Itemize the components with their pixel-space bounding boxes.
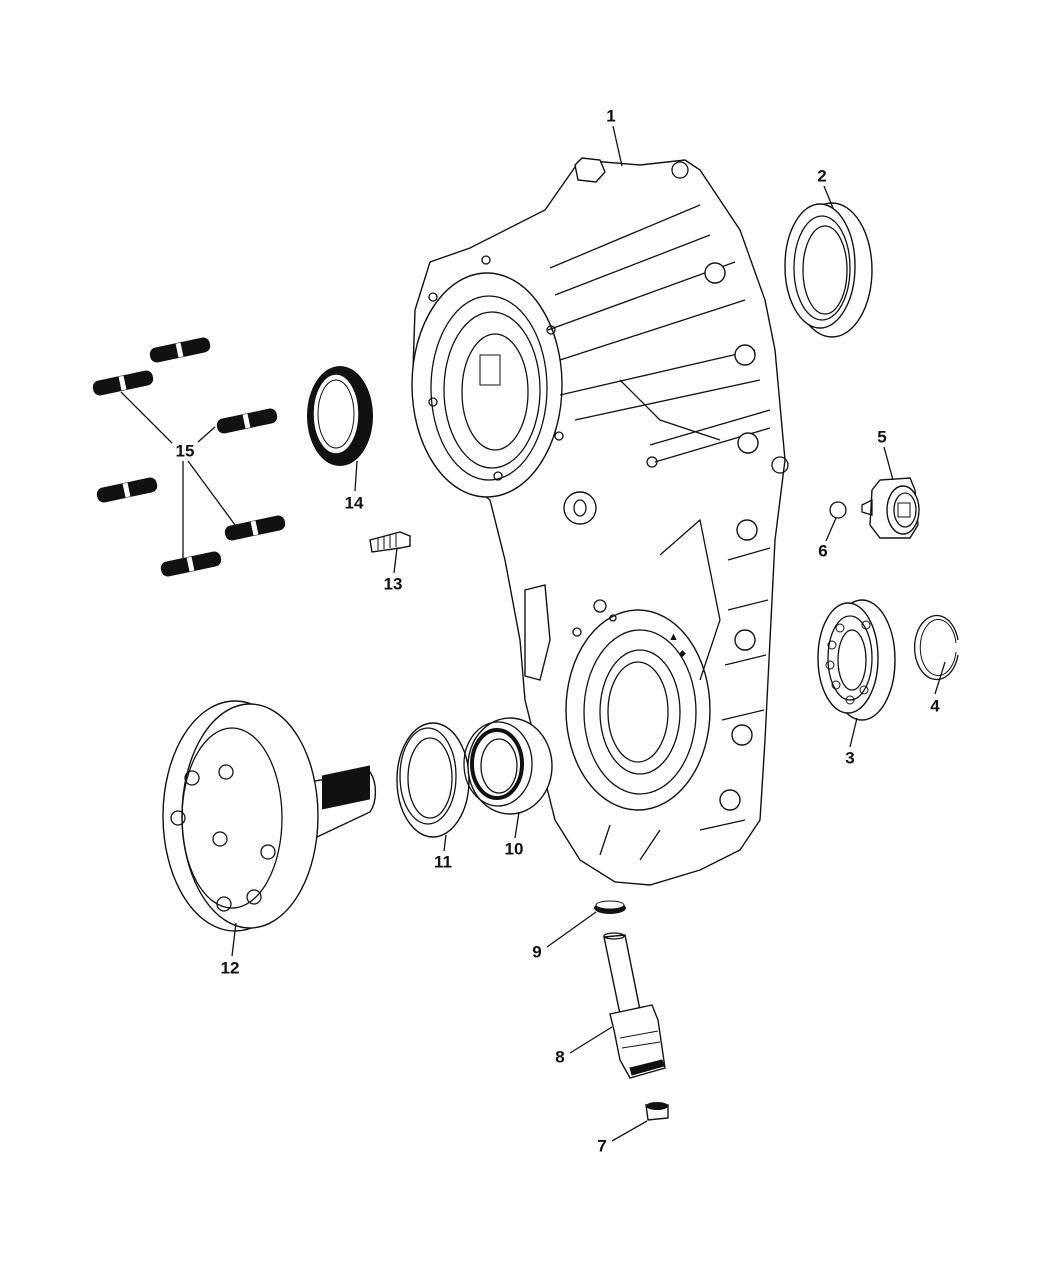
- seal-part-2: [784, 202, 873, 338]
- callout-8: 8: [555, 1047, 565, 1067]
- callout-5: 5: [877, 427, 887, 447]
- callout-7: 7: [597, 1136, 607, 1156]
- callout-12: 12: [220, 958, 240, 978]
- sensor-part-5: [861, 477, 920, 539]
- callout-15: 15: [175, 441, 195, 461]
- callout-3: 3: [845, 748, 855, 768]
- leader-lines: [120, 125, 946, 1142]
- shift-lever-part-8: [603, 932, 666, 1079]
- callout-4: 4: [930, 696, 940, 716]
- dust-shield-part-11: [396, 722, 470, 838]
- callout-2: 2: [817, 166, 827, 186]
- transfer-case-housing: ▲ ◆: [411, 157, 789, 886]
- snap-ring-part-4: [913, 614, 959, 681]
- svg-text:◆: ◆: [679, 648, 686, 658]
- seal-part-14: [307, 366, 373, 466]
- callout-9: 9: [532, 942, 542, 962]
- fitting-part-13: [369, 531, 411, 553]
- studs-part-15: [92, 337, 286, 577]
- output-flange-part-12: [162, 700, 377, 932]
- callout-10: 10: [504, 839, 524, 859]
- callout-13: 13: [383, 574, 403, 594]
- o-ring-part-6: [829, 501, 847, 519]
- callout-11: 11: [434, 852, 452, 872]
- seal-part-9: [594, 900, 626, 914]
- svg-text:▲: ▲: [668, 631, 679, 643]
- plug-part-7: [645, 1102, 669, 1121]
- callout-6: 6: [818, 541, 828, 561]
- seal-part-10: [463, 717, 553, 815]
- bearing-part-3: [817, 599, 896, 721]
- callout-14: 14: [344, 493, 364, 513]
- callout-1: 1: [606, 106, 616, 126]
